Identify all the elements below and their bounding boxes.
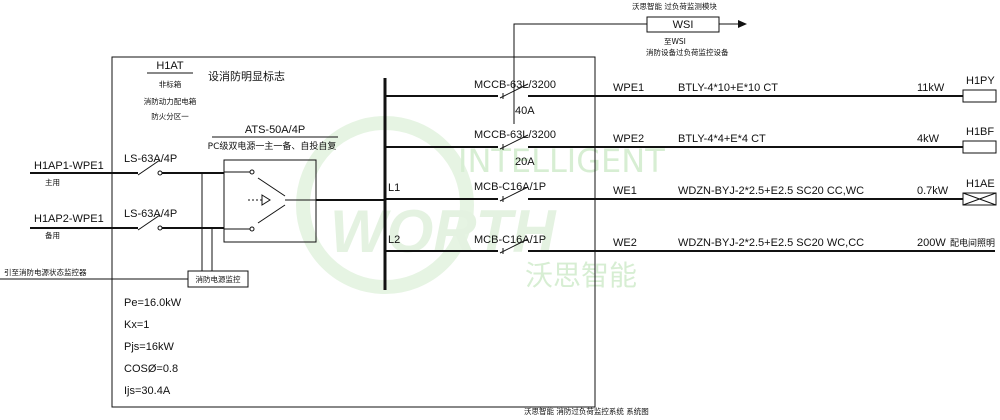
sign-note: 设消防明显标志 bbox=[208, 69, 285, 83]
monitor-box-label: 消防电源监控 bbox=[196, 274, 241, 284]
watermark-line1: INTELLIGENT bbox=[458, 142, 665, 180]
module-title: 沃思智能 过负荷监测模块 bbox=[632, 1, 717, 11]
circuit-4-cable: WDZN-BYJ-2*2.5+E2.5 SC20 WC,CC bbox=[678, 237, 864, 249]
incomer-1-role: 主用 bbox=[45, 177, 60, 187]
ats-desc: PC级双电源一主一备、自投自复 bbox=[208, 140, 337, 152]
incomer-1-source: H1AP1-WPE1 bbox=[34, 160, 104, 172]
circuit-2-rating: 20A bbox=[515, 156, 535, 168]
circuit-2-load: H1BF bbox=[966, 126, 994, 138]
circuit-3-load: H1AE bbox=[966, 178, 995, 190]
circuit-1-terminal bbox=[962, 89, 997, 103]
panel-type: 非标箱 bbox=[159, 79, 182, 89]
to-wsi: 至WSI bbox=[664, 37, 686, 46]
param-ijs: Ijs=30.4A bbox=[124, 385, 171, 397]
param-pjs: Pjs=16kW bbox=[124, 341, 174, 353]
circuit-4-power: 200W bbox=[917, 237, 946, 249]
param-kx: Kx=1 bbox=[124, 319, 149, 331]
circuit-2-breaker: MCCB-63L/3200 bbox=[474, 129, 556, 141]
watermark-line3: 沃思智能 bbox=[525, 259, 637, 292]
to-wsi-sub: 消防设备过负荷监控设备 bbox=[646, 47, 729, 57]
circuit-3-phase: L1 bbox=[388, 182, 400, 194]
circuit-row-2: MCCB-63L/3200 20A WPE2 BTLY-4*4+E*4 CT 4… bbox=[385, 126, 997, 168]
circuit-1-cable: BTLY-4*10+E*10 CT bbox=[678, 82, 778, 94]
circuit-3-breaker: MCB-C16A/1P bbox=[474, 181, 546, 193]
param-cos: COSØ=0.8 bbox=[124, 363, 178, 375]
ats-model: ATS-50A/4P bbox=[245, 124, 305, 136]
circuit-3-power: 0.7kW bbox=[917, 185, 949, 197]
circuit-1-load: H1PY bbox=[966, 75, 995, 87]
wsi-label: WSI bbox=[673, 19, 694, 31]
circuit-1-breaker: MCCB-63L/3200 bbox=[474, 79, 556, 91]
incomer-2-source: H1AP2-WPE1 bbox=[34, 213, 104, 225]
circuit-2-id: WPE2 bbox=[613, 133, 644, 145]
load-parameters: Pe=16.0kW Kx=1 Pjs=16kW COSØ=0.8 Ijs=30.… bbox=[124, 297, 182, 397]
wsi-module: 沃思智能 过负荷监测模块 WSI 至WSI 消防设备过负荷监控设备 bbox=[513, 1, 747, 124]
ats-switch: ATS-50A/4P PC级双电源一主一备、自投自复 bbox=[208, 124, 338, 243]
circuit-3-id: WE1 bbox=[613, 185, 637, 197]
incomer-2-role: 备用 bbox=[45, 230, 60, 240]
wsi-arrow bbox=[738, 20, 747, 28]
circuit-2-cable: BTLY-4*4+E*4 CT bbox=[678, 133, 766, 145]
panel-enclosure bbox=[111, 56, 596, 408]
circuit-2-power: 4kW bbox=[917, 133, 940, 145]
circuit-4-id: WE2 bbox=[613, 237, 637, 249]
panel-desc2: 防火分区一 bbox=[151, 111, 189, 121]
circuit-1-rating: 40A bbox=[515, 105, 535, 117]
circuit-1-id: WPE1 bbox=[613, 82, 644, 94]
circuit-2-terminal bbox=[962, 140, 997, 154]
incomer-1-breaker: LS-63A/4P bbox=[124, 153, 177, 165]
monitor-note: 引至消防电源状态监控器 bbox=[4, 267, 87, 277]
circuit-4-load: 配电间照明 bbox=[950, 237, 995, 249]
incomer-2-breaker: LS-63A/4P bbox=[124, 208, 177, 220]
footer-caption: 沃思智能 消防过负荷监控系统 系统图 bbox=[524, 406, 649, 416]
incomer-2: H1AP2-WPE1 备用 LS-63A/4P bbox=[30, 208, 224, 240]
circuit-row-4: L2 MCB-C16A/1P WE2 WDZN-BYJ-2*2.5+E2.5 S… bbox=[385, 234, 995, 254]
wsi-box bbox=[646, 16, 720, 33]
power-monitor: 消防电源监控 引至消防电源状态监控器 bbox=[0, 173, 249, 288]
watermark: INTELLIGENT WORTH 沃思智能 bbox=[296, 116, 665, 294]
panel-label: H1AT 非标箱 消防动力配电箱 防火分区一 设消防明显标志 bbox=[144, 60, 285, 121]
circuit-row-1: MCCB-63L/3200 40A WPE1 BTLY-4*10+E*10 CT… bbox=[385, 75, 997, 117]
incomer-1: H1AP1-WPE1 主用 LS-63A/4P bbox=[30, 153, 224, 187]
panel-desc1: 消防动力配电箱 bbox=[144, 96, 197, 106]
watermark-line2: WORTH bbox=[330, 198, 557, 265]
panel-name: H1AT bbox=[156, 60, 184, 72]
circuit-1-power: 11kW bbox=[917, 82, 945, 94]
circuit-4-breaker: MCB-C16A/1P bbox=[474, 234, 546, 246]
param-pe: Pe=16.0kW bbox=[124, 297, 182, 309]
circuit-3-cable: WDZN-BYJ-2*2.5+E2.5 SC20 CC,WC bbox=[678, 185, 864, 197]
circuit-4-phase: L2 bbox=[388, 234, 400, 246]
circuit-row-3: L1 MCB-C16A/1P WE1 WDZN-BYJ-2*2.5+E2.5 S… bbox=[385, 178, 997, 206]
